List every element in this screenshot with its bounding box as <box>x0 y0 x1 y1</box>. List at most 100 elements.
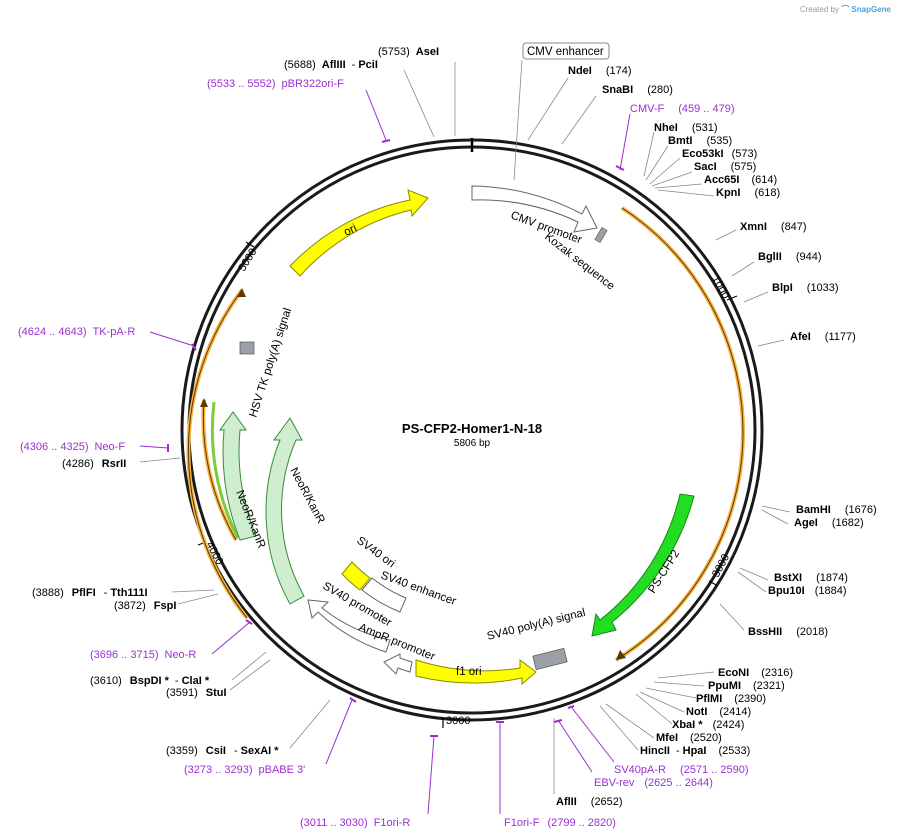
label-sv40-ori: SV40 ori <box>354 535 397 571</box>
snapgene-logo: ⌒ SnapGene <box>841 5 891 14</box>
site-aflii[interactable]: AflII(2652) <box>556 796 623 808</box>
site-bpu10i[interactable]: Bpu10I (1884) <box>768 585 846 597</box>
orf-arc-inner-core <box>202 399 237 541</box>
site-nhei[interactable]: NheI(531) <box>654 122 718 134</box>
primer-f1ori-f[interactable]: F1ori-F(2799 .. 2820) <box>504 817 616 829</box>
site-bpu10i-name: Bpu10I <box>768 585 805 597</box>
site-rsrii[interactable]: (4286)RsrII <box>62 458 126 470</box>
site-asei-pos: (5753) <box>378 46 410 58</box>
site-blpi-name: BlpI <box>772 282 793 294</box>
site-blpi[interactable]: BlpI (1033) <box>772 282 839 294</box>
leader-csii <box>289 699 331 749</box>
primer-f1ori-r[interactable]: (3011 .. 3030)F1ori-R <box>300 817 410 829</box>
primer-pbabe3[interactable]: (3273 .. 3293)pBABE 3' <box>184 764 305 776</box>
site-csii-name2: SexAI * <box>241 745 280 757</box>
site-afliii[interactable]: (5688)AflIII-PciI <box>284 59 378 71</box>
site-agei-pos: (1682) <box>832 517 864 529</box>
ori-arrow[interactable] <box>289 189 429 277</box>
primer-ebv-rev-name: EBV-rev <box>594 777 635 789</box>
tick-label-3000: 3000 <box>446 715 470 727</box>
site-kpni[interactable]: KpnI(618) <box>716 187 780 199</box>
tick-label-1000: 1000 <box>709 274 731 301</box>
leader-bmti <box>645 145 669 181</box>
site-afei[interactable]: AfeI(1177) <box>790 331 856 343</box>
site-snabi[interactable]: SnaBI(280) <box>602 84 673 96</box>
site-bstxi-pos: (1874) <box>816 572 848 584</box>
leader-bsshii <box>719 603 745 631</box>
primer-neo-r[interactable]: (3696 .. 3715)Neo-R <box>90 649 196 661</box>
leader-bstxi <box>739 567 769 581</box>
site-csii[interactable]: (3359)CsiI-SexAI * <box>166 745 279 757</box>
site-asei[interactable]: (5753)AseI <box>378 46 439 58</box>
leader-bspdi <box>231 651 267 681</box>
leader-f1ori-r <box>427 735 435 815</box>
site-bsshii-name: BssHII <box>748 626 782 638</box>
cmv-promoter-arrow[interactable] <box>471 185 598 233</box>
site-bsshii[interactable]: BssHII(2018) <box>748 626 828 638</box>
site-xbai[interactable]: XbaI *(2424) <box>672 719 744 731</box>
mark-sv40pa-r <box>567 705 575 709</box>
hsv-tk-polya-box[interactable] <box>239 341 255 355</box>
leader-fspi <box>177 593 219 605</box>
primer-ebv-rev[interactable]: EBV-rev(2625 .. 2644) <box>594 777 713 789</box>
site-snabi-name: SnaBI <box>602 84 633 96</box>
ampr-promoter-arrow[interactable] <box>383 653 413 675</box>
primer-tk-pa-r[interactable]: (4624 .. 4643)TK-pA-R <box>18 326 135 338</box>
kozak-box[interactable] <box>594 227 608 243</box>
site-afliii-dash: - <box>352 59 356 71</box>
site-xmni-name: XmnI <box>740 221 767 233</box>
site-mfei[interactable]: MfeI(2520) <box>656 732 722 744</box>
site-eco53ki[interactable]: Eco53kI(573) <box>682 148 757 160</box>
tick-mark-1000 <box>726 295 738 301</box>
site-saci[interactable]: SacI(575) <box>694 161 756 173</box>
site-bglii[interactable]: BglII(944) <box>758 251 822 263</box>
snapgene-credit: Created by ⌒ SnapGene <box>800 4 891 15</box>
site-hincii[interactable]: HincII-HpaI(2533) <box>640 745 750 757</box>
leader-kpni <box>657 189 715 197</box>
leader-snabi <box>561 95 597 145</box>
site-ndei[interactable]: NdeI(174) <box>568 65 632 77</box>
site-fspi[interactable]: (3872)FspI <box>114 600 176 612</box>
sv40-polya-box[interactable] <box>532 647 568 671</box>
site-stui[interactable]: (3591)StuI <box>166 687 227 699</box>
site-pflmi[interactable]: PflMI(2390) <box>696 693 766 705</box>
site-agei[interactable]: AgeI(1682) <box>794 517 864 529</box>
site-bmti[interactable]: BmtI(535) <box>668 135 732 147</box>
site-pflfi[interactable]: (3888)PflFI-Tth111I <box>32 587 148 599</box>
primer-neo-f[interactable]: (4306 .. 4325)Neo-F <box>20 441 125 453</box>
sv40-enhancer-box[interactable] <box>361 577 407 613</box>
site-noti[interactable]: NotI(2414) <box>686 706 751 718</box>
neokanr-arrow-outer[interactable] <box>219 411 257 541</box>
sv40-ori-box[interactable] <box>341 561 371 591</box>
mark-pbr322ori-f <box>381 139 391 143</box>
site-bspdi[interactable]: (3610)BspDI *-ClaI * <box>90 675 210 687</box>
leader-pflmi <box>645 687 697 699</box>
leader-rsrii <box>139 457 181 463</box>
site-stui-pos: (3591) <box>166 687 198 699</box>
cmv-enhancer-box[interactable] <box>522 42 610 60</box>
sv40-promoter-arrow[interactable] <box>307 599 391 653</box>
site-econi[interactable]: EcoNI(2316) <box>718 667 793 679</box>
ps-cfp2-arrow[interactable] <box>591 493 695 637</box>
site-ppumi[interactable]: PpuMI(2321) <box>708 680 785 692</box>
site-afei-pos: (1177) <box>825 331 856 343</box>
primer-cmv-f[interactable]: CMV-F(459 .. 479) <box>630 103 735 115</box>
site-hincii-name2: HpaI <box>683 745 707 757</box>
primer-sv40pa-r[interactable]: SV40pA-R(2571 .. 2590) <box>614 764 748 776</box>
neokanr-arrow-inner[interactable] <box>265 417 305 605</box>
leader-afei <box>757 339 785 347</box>
site-acc65i[interactable]: Acc65I(614) <box>704 174 777 186</box>
label-neokanr-inner: NeoR/KanR <box>287 466 326 526</box>
primer-pbr322ori-f[interactable]: (5533 .. 5552)pBR322ori-F <box>207 78 344 90</box>
site-bamhi[interactable]: BamHI(1676) <box>796 504 877 516</box>
site-labels-left: (3359)CsiI-SexAI * (3591)StuI (3610)BspD… <box>32 458 279 757</box>
site-bpu10i-pos: (1884) <box>815 585 847 597</box>
leader-econi <box>657 671 715 679</box>
site-bstxi[interactable]: BstXI(1874) <box>774 572 848 584</box>
site-xmni[interactable]: XmnI(847) <box>740 221 807 233</box>
f1-ori-arrow[interactable] <box>415 659 537 686</box>
leader-afliii <box>403 69 435 138</box>
site-nhei-name: NheI <box>654 122 678 134</box>
orf-arc-left-core <box>187 289 248 619</box>
site-blpi-pos: (1033) <box>807 282 839 294</box>
